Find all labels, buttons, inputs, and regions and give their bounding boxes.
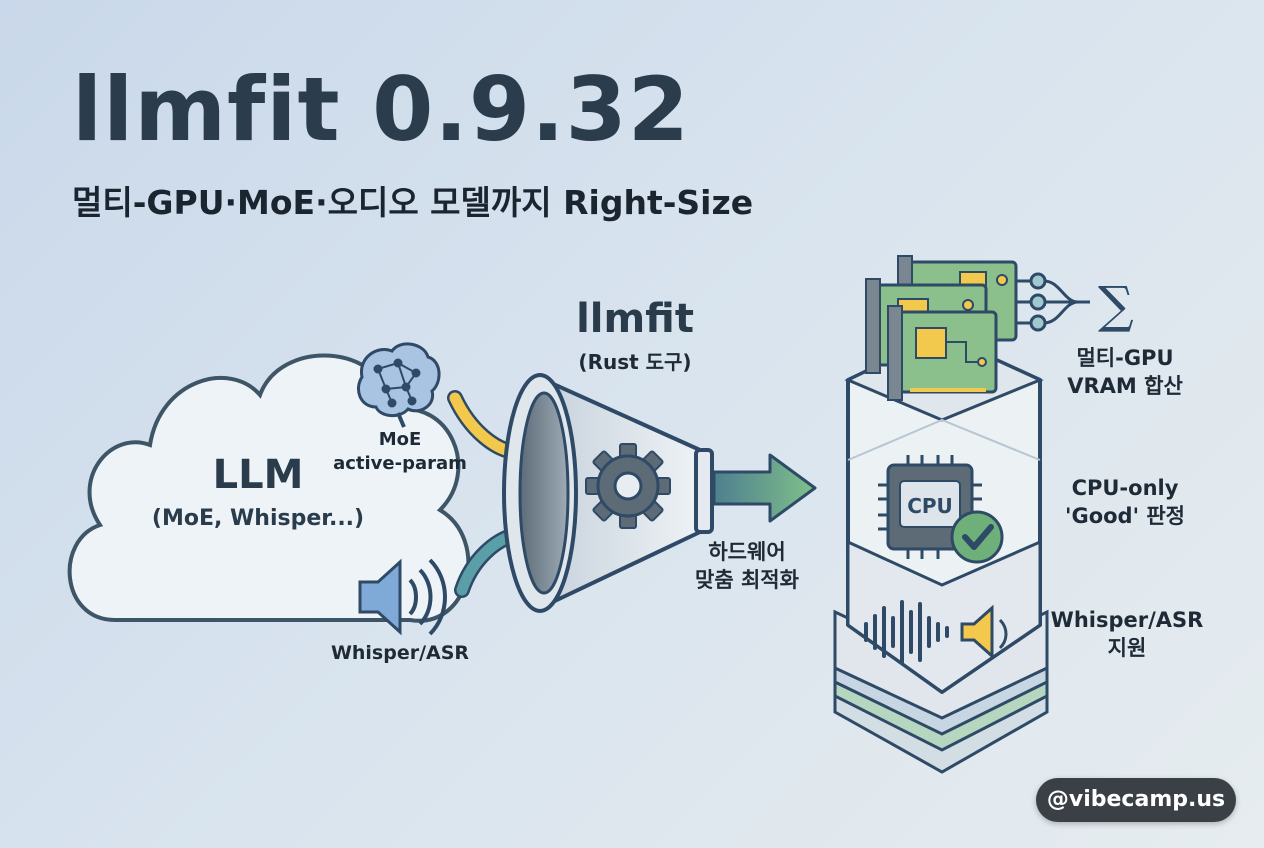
source-badge: @vibecamp.us: [1036, 778, 1236, 822]
cpu-chip-label: CPU: [907, 494, 953, 518]
audio-support-label: Whisper/ASR 지원: [1050, 608, 1204, 660]
tool-desc: (Rust 도구): [578, 350, 692, 374]
cpu-chip-icon: CPU: [878, 455, 982, 559]
sum-symbol: ∑: [1098, 276, 1134, 334]
cpu-label: CPU-only 'Good' 판정: [1065, 476, 1185, 528]
cloud-title: LLM: [213, 452, 304, 498]
waveform-icon: [864, 600, 949, 664]
check-icon: [950, 510, 1004, 564]
moe-label: MoE active-param: [333, 429, 467, 474]
audio-input-label: Whisper/ASR: [330, 642, 470, 664]
tool-name: llmfit: [576, 296, 694, 342]
llm-cloud: [67, 353, 471, 623]
page-subtitle: 멀티-GPU·MoE·오디오 모델까지 Right-Size: [72, 183, 754, 222]
cloud-subtitle: (MoE, Whisper...): [152, 506, 364, 531]
page-title: llmfit 0.9.32: [72, 58, 690, 161]
speaker-output-icon: [960, 604, 1008, 660]
brain-icon: [357, 342, 441, 428]
output-label: 하드웨어 맞춤 최적화: [695, 540, 799, 592]
gear-icon: [585, 443, 671, 529]
gpu-cards-icon: [865, 255, 1018, 401]
gpu-label: 멀티-GPU VRAM 합산: [1067, 346, 1183, 398]
hardware-stack: [833, 333, 1049, 774]
vram-sum-connector: [1016, 272, 1090, 332]
speaker-icon: [358, 558, 447, 636]
output-arrow: [712, 453, 817, 523]
